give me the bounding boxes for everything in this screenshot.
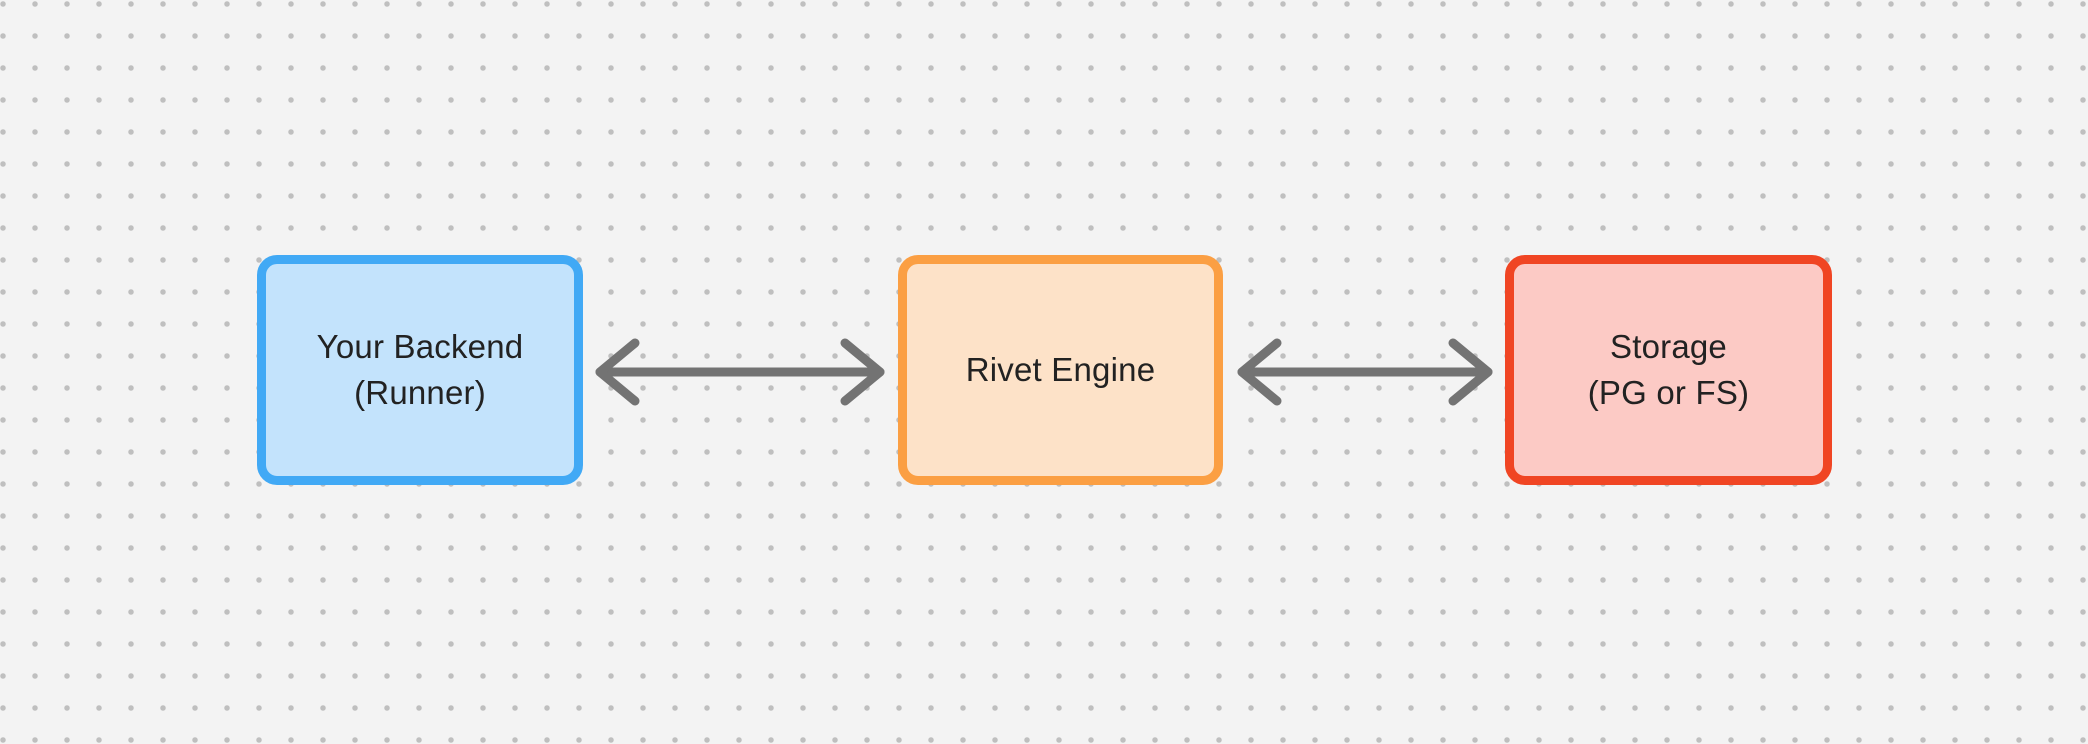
- node-rivet-engine: Rivet Engine: [898, 255, 1223, 485]
- node-label-line: Your Backend: [316, 328, 524, 365]
- double-arrow-engine-storage: [1233, 312, 1497, 432]
- node-label-line: (Runner): [354, 374, 486, 411]
- node-label-line: (PG or FS): [1587, 374, 1750, 411]
- node-label-line: Storage: [1610, 328, 1727, 365]
- node-storage: Storage (PG or FS): [1505, 255, 1832, 485]
- node-your-backend: Your Backend (Runner): [257, 255, 583, 485]
- double-arrow-backend-engine: [590, 312, 890, 432]
- node-label-line: Rivet Engine: [965, 351, 1156, 388]
